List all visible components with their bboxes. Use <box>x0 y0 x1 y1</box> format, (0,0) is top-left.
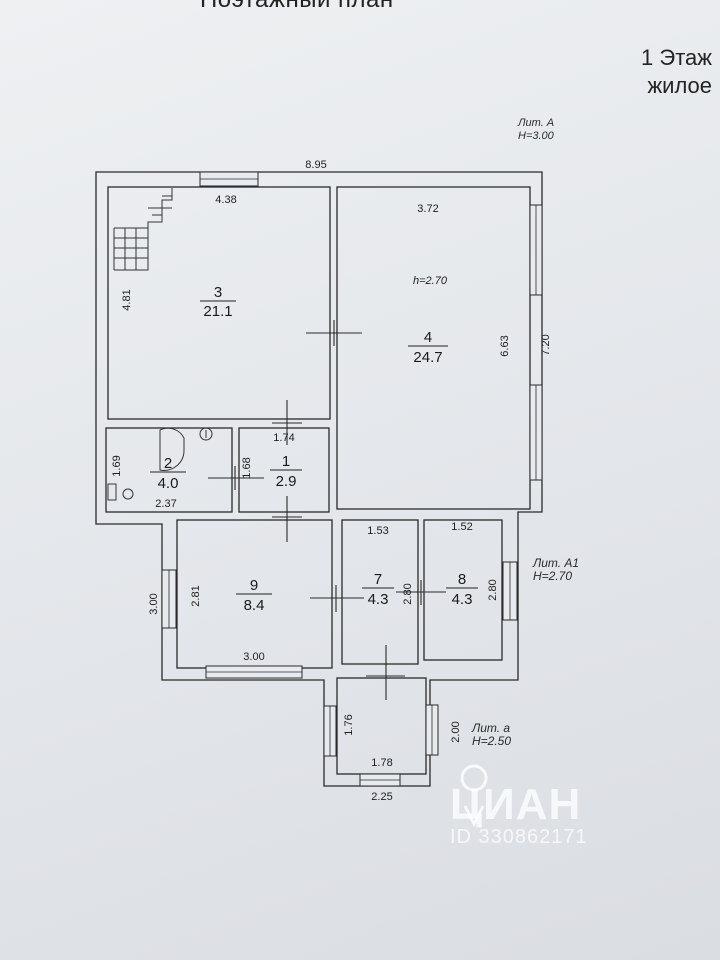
liter-a-name: Лит. А <box>518 117 555 129</box>
room-3-number: 3 <box>214 284 222 301</box>
outer-wall <box>95 171 543 787</box>
dim-room7-width: 1.53 <box>367 525 388 537</box>
dim-room3-height: 4.81 <box>121 289 133 310</box>
dim-room9-outer-height: 3.00 <box>148 593 160 614</box>
room-9-number: 9 <box>250 577 258 594</box>
room-4-area: 24.7 <box>413 349 442 366</box>
dim-room3-width: 4.38 <box>215 194 236 206</box>
floor-type: жилое <box>647 73 712 98</box>
dim-room9-width: 3.00 <box>243 651 264 663</box>
room-7-area: 4.3 <box>368 591 389 608</box>
cian-logo: ЦИАН <box>450 780 582 829</box>
dim-room1-height: 1.68 <box>241 457 253 478</box>
room-4-number: 4 <box>424 329 432 346</box>
dim-room9-height: 2.81 <box>190 585 202 606</box>
room-9-area: 8.4 <box>244 597 265 614</box>
room-3-area: 21.1 <box>203 303 232 320</box>
dim-room8-width: 1.52 <box>451 521 472 533</box>
dim-room2-width: 2.37 <box>155 498 176 510</box>
liter-a-height: H=3.00 <box>518 130 554 142</box>
dim-porch-outer-width: 2.25 <box>371 791 392 803</box>
room-7-number: 7 <box>374 571 382 588</box>
dim-room8-height: 2.80 <box>487 579 499 600</box>
room-1-area: 2.9 <box>276 473 297 490</box>
dim-porch-inner-width: 1.78 <box>371 757 392 769</box>
room-1-outline <box>238 427 330 513</box>
liter-a-label: Лит. А H=3.00 <box>518 117 554 143</box>
liter-a-small-name: Лит. а <box>472 721 511 735</box>
dim-room4-height: 6.63 <box>499 335 511 356</box>
room-4-ceiling: h=2.70 <box>413 275 448 287</box>
liter-a-small-label: Лит. а H=2.50 <box>472 722 511 748</box>
dim-right-height: 7.20 <box>540 334 552 355</box>
dim-porch-inner-height: 1.76 <box>343 714 355 735</box>
liter-a1-label: Лит. А1 H=2.70 <box>533 557 579 583</box>
dim-room2-height: 1.69 <box>111 455 123 476</box>
staircase-icon <box>113 188 173 271</box>
room-8-number: 8 <box>458 571 466 588</box>
room-3-outline <box>107 186 331 420</box>
floor-caption: 1 Этаж жилое <box>641 44 712 100</box>
dim-overall-width: 8.95 <box>305 159 326 171</box>
liter-a1-name: Лит. А1 <box>533 556 580 570</box>
dim-porch-outer-height: 2.00 <box>450 721 462 742</box>
dim-room4-width: 3.72 <box>417 203 438 215</box>
cian-watermark: ЦИАН ID 330862171 <box>450 780 588 849</box>
room-2-area: 4.0 <box>158 475 179 492</box>
location-pin-icon <box>460 764 488 828</box>
bathtub-icon <box>107 427 213 501</box>
dim-room1-width: 1.74 <box>273 432 294 444</box>
plan-heading: Поэтажный план <box>200 0 394 14</box>
room-8-outline <box>423 519 503 661</box>
listing-id: ID 330862171 <box>450 826 588 848</box>
room-4-outline <box>336 186 531 510</box>
room-2-number: 2 <box>164 455 172 472</box>
room-1-number: 1 <box>282 453 290 470</box>
floor-label: 1 Этаж <box>641 45 712 70</box>
liter-a-small-height: H=2.50 <box>472 734 512 748</box>
liter-a1-height: H=2.70 <box>533 569 573 583</box>
room-8-area: 4.3 <box>452 591 473 608</box>
dim-room7-height: 2.80 <box>402 583 414 604</box>
